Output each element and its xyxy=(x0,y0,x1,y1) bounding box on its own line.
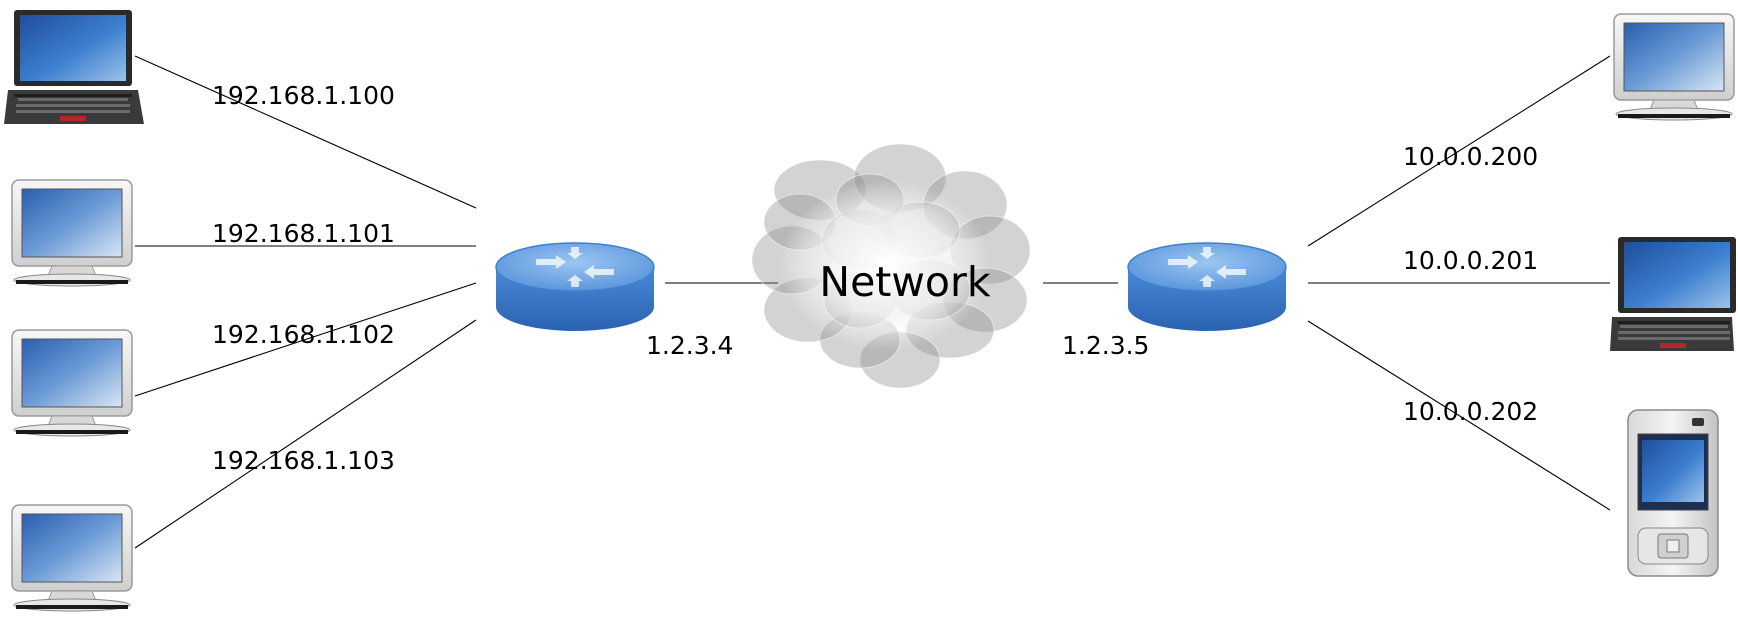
link-host-202 xyxy=(1307,320,1611,511)
laptop-icon xyxy=(4,10,144,124)
cloud-label: Network xyxy=(819,258,990,306)
ip-label-host-201: 10.0.0.201 xyxy=(1403,246,1538,275)
ip-labels: 192.168.1.100 192.168.1.101 192.168.1.10… xyxy=(212,81,1538,475)
ip-label-router-left: 1.2.3.4 xyxy=(646,331,733,360)
ip-label-router-right: 1.2.3.5 xyxy=(1062,331,1149,360)
link-host-102 xyxy=(134,282,477,397)
router-icon xyxy=(1127,242,1287,331)
ip-label-host-200: 10.0.0.200 xyxy=(1403,142,1538,171)
laptop-icon xyxy=(1610,237,1736,351)
mobile-phone-icon xyxy=(1627,409,1719,577)
desktop-computer-icon xyxy=(1613,13,1735,121)
desktop-computer-icon xyxy=(11,504,133,612)
router-right xyxy=(1127,242,1287,331)
desktop-computer-icon xyxy=(11,179,133,287)
router-icon xyxy=(495,242,655,331)
ip-label-host-102: 192.168.1.102 xyxy=(212,320,395,349)
host-desktop-left-2 xyxy=(11,179,133,287)
ip-label-host-100: 192.168.1.100 xyxy=(212,81,395,110)
desktop-computer-icon xyxy=(11,329,133,437)
host-desktop-left-3 xyxy=(11,329,133,437)
connection-lines xyxy=(134,55,1611,549)
host-desktop-left-4 xyxy=(11,504,133,612)
network-cloud: Network xyxy=(751,143,1031,389)
host-phone-right xyxy=(1627,409,1719,577)
ip-label-host-202: 10.0.0.202 xyxy=(1403,397,1538,426)
router-left xyxy=(495,242,655,331)
ip-label-host-103: 192.168.1.103 xyxy=(212,446,395,475)
host-desktop-right xyxy=(1613,13,1735,121)
link-host-200 xyxy=(1307,55,1611,247)
host-laptop-right xyxy=(1610,237,1736,351)
link-host-103 xyxy=(134,319,477,549)
link-host-100 xyxy=(134,55,477,209)
host-laptop-left xyxy=(4,10,144,124)
ip-label-host-101: 192.168.1.101 xyxy=(212,219,395,248)
